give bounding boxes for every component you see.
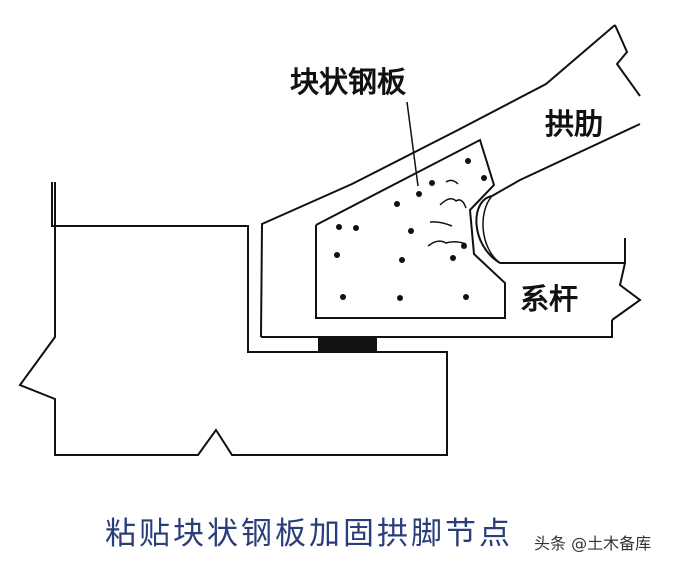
- bolt-dot: [394, 201, 400, 207]
- tie-rod-top: [500, 238, 626, 264]
- crack-mark: [429, 221, 453, 227]
- label-tie-rod: 系杆: [520, 282, 578, 316]
- arch-rib-break: [614, 24, 641, 97]
- pier-outline: [18, 182, 448, 456]
- bolt-dot: [340, 294, 346, 300]
- arch-rib-outer: [260, 24, 616, 338]
- diagram-caption: 粘贴块状钢板加固拱脚节点: [105, 516, 513, 552]
- watermark: 头条 @土木备库: [534, 530, 652, 554]
- semicircle-notch: [475, 195, 501, 264]
- bearing-pad: [318, 338, 377, 352]
- bolt-dot: [399, 257, 405, 263]
- label-arch-rib: 拱肋: [545, 107, 603, 141]
- leader-line: [406, 101, 419, 187]
- bolt-dot: [334, 252, 340, 258]
- crack-mark: [439, 198, 467, 209]
- bolt-dot: [465, 158, 471, 164]
- tie-rod-break: [611, 262, 642, 321]
- crack-mark: [427, 240, 467, 247]
- bolt-dot: [450, 255, 456, 261]
- bolt-dot: [397, 295, 403, 301]
- label-steel-plate: 块状钢板: [290, 65, 407, 99]
- joint-bottom-edge: [261, 320, 613, 338]
- arch-foot-diagram: 块状钢板 拱肋 系杆: [18, 24, 642, 456]
- crack-marks: [427, 179, 467, 247]
- bolt-dot: [429, 180, 435, 186]
- bolt-dots: [334, 158, 487, 301]
- bolt-dot: [408, 228, 414, 234]
- bolt-dot: [481, 175, 487, 181]
- bolt-dot: [336, 224, 342, 230]
- bolt-dot: [416, 191, 422, 197]
- semicircle-notch-inner: [482, 195, 501, 264]
- bolt-dot: [463, 294, 469, 300]
- crack-mark: [445, 179, 459, 185]
- steel-plate-outline: [315, 138, 506, 319]
- arch-rib-inner: [491, 123, 641, 197]
- bolt-dot: [353, 225, 359, 231]
